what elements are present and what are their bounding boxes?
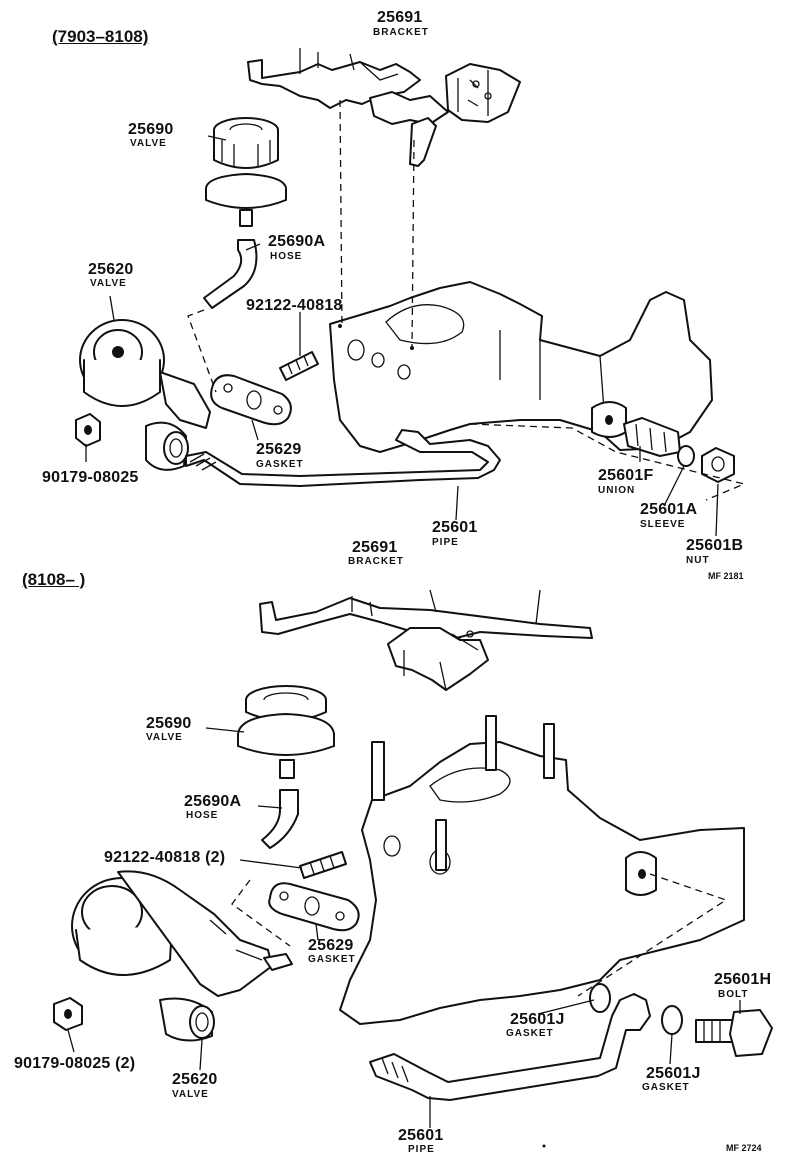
- bottom-exhaust-manifold-drawing: [339, 715, 745, 1025]
- bottom-gasket-number: 25629: [308, 937, 354, 954]
- top-date-range-header: (7903–8108): [52, 27, 149, 46]
- top-nut-25601B-name: NUT: [686, 555, 710, 566]
- bottom-egr-valve-drawing: [71, 870, 293, 1042]
- top-bracket-drawing: [247, 48, 521, 167]
- top-intake-manifold-drawing: [329, 281, 713, 453]
- bottom-nut-number: 90179-08025 (2): [14, 1055, 136, 1072]
- top-gasket-name: GASKET: [256, 459, 304, 470]
- top-sleeve-number: 25601A: [640, 501, 698, 518]
- top-nut-25601B-number: 25601B: [686, 537, 744, 554]
- top-valve-25690-name: VALVE: [130, 138, 167, 149]
- bottom-bolt-name: BOLT: [718, 989, 749, 1000]
- top-gasket-number: 25629: [256, 441, 302, 458]
- top-egr-valve-drawing: [79, 319, 211, 471]
- bottom-stud-number: 92122-40818 (2): [104, 849, 226, 866]
- bottom-bracket-drawing: [259, 589, 593, 691]
- bottom-pipe-name: PIPE: [408, 1144, 435, 1155]
- bottom-gasket-25601J-a-name: GASKET: [506, 1028, 554, 1039]
- top-egr-vacuum-valve-drawing: [205, 117, 287, 227]
- bottom-hose-drawing: [261, 789, 299, 849]
- top-gasket-drawing: [210, 374, 292, 426]
- top-sleeve-name: SLEEVE: [640, 519, 686, 530]
- leader-dots: [338, 324, 546, 1148]
- bottom-bolt-drawing: [695, 1009, 773, 1057]
- top-figure-code: MF 2181: [708, 571, 744, 581]
- bottom-bracket-number: 25691: [352, 539, 398, 556]
- top-dashed-alignment-lines: [187, 99, 747, 501]
- bottom-hose-number: 25690A: [184, 793, 242, 810]
- bottom-bolt-number: 25601H: [714, 971, 772, 988]
- top-valve-25690-number: 25690: [128, 121, 174, 138]
- bottom-valve-25620-name: VALVE: [172, 1089, 209, 1100]
- bottom-gasket-drawing: [268, 882, 360, 932]
- bottom-gasket-name: GASKET: [308, 954, 356, 965]
- top-union-number: 25601F: [598, 467, 654, 484]
- top-valve-25620-name: VALVE: [90, 278, 127, 289]
- top-pipe-number: 25601: [432, 519, 478, 536]
- bottom-bracket-name: BRACKET: [348, 556, 404, 567]
- top-union-name: UNION: [598, 485, 636, 496]
- top-nut-number: 90179-08025: [42, 469, 139, 486]
- bottom-nut-drawing: [53, 997, 83, 1031]
- bottom-figure-code: MF 2724: [726, 1143, 762, 1153]
- bottom-egr-vacuum-valve-drawing: [237, 685, 335, 779]
- top-union-sleeve-nut-drawing: [623, 417, 735, 483]
- bottom-leader-lines: [67, 727, 741, 1128]
- top-nut-drawing: [75, 413, 101, 447]
- top-valve-25620-number: 25620: [88, 261, 134, 278]
- bottom-gasket-25601J-b-name: GASKET: [642, 1082, 690, 1093]
- top-leader-lines: [85, 135, 719, 537]
- bottom-pipe-number: 25601: [398, 1127, 444, 1144]
- top-hose-drawing: [203, 239, 258, 309]
- bottom-stud-drawing: [299, 851, 347, 879]
- top-stud-number: 92122-40818: [246, 297, 343, 314]
- bottom-valve-25690-name: VALVE: [146, 732, 183, 743]
- bottom-gasket-25601J-a-number: 25601J: [510, 1011, 565, 1028]
- bottom-dashed-alignment-lines: [231, 873, 728, 997]
- top-hose-name: HOSE: [270, 251, 303, 262]
- top-hose-number: 25690A: [268, 233, 326, 250]
- top-stud-drawing: [279, 351, 319, 381]
- top-pipe-drawing: [185, 429, 501, 487]
- bottom-hose-name: HOSE: [186, 810, 219, 821]
- bottom-date-range-header: (8108– ): [22, 570, 86, 589]
- bottom-valve-25620-number: 25620: [172, 1071, 218, 1088]
- top-bracket-number: 25691: [377, 9, 423, 26]
- bottom-pipe-drawing: [369, 983, 683, 1101]
- top-pipe-name: PIPE: [432, 537, 459, 548]
- bottom-gasket-25601J-b-number: 25601J: [646, 1065, 701, 1082]
- bottom-valve-25690-number: 25690: [146, 715, 192, 732]
- top-bracket-name: BRACKET: [373, 27, 429, 38]
